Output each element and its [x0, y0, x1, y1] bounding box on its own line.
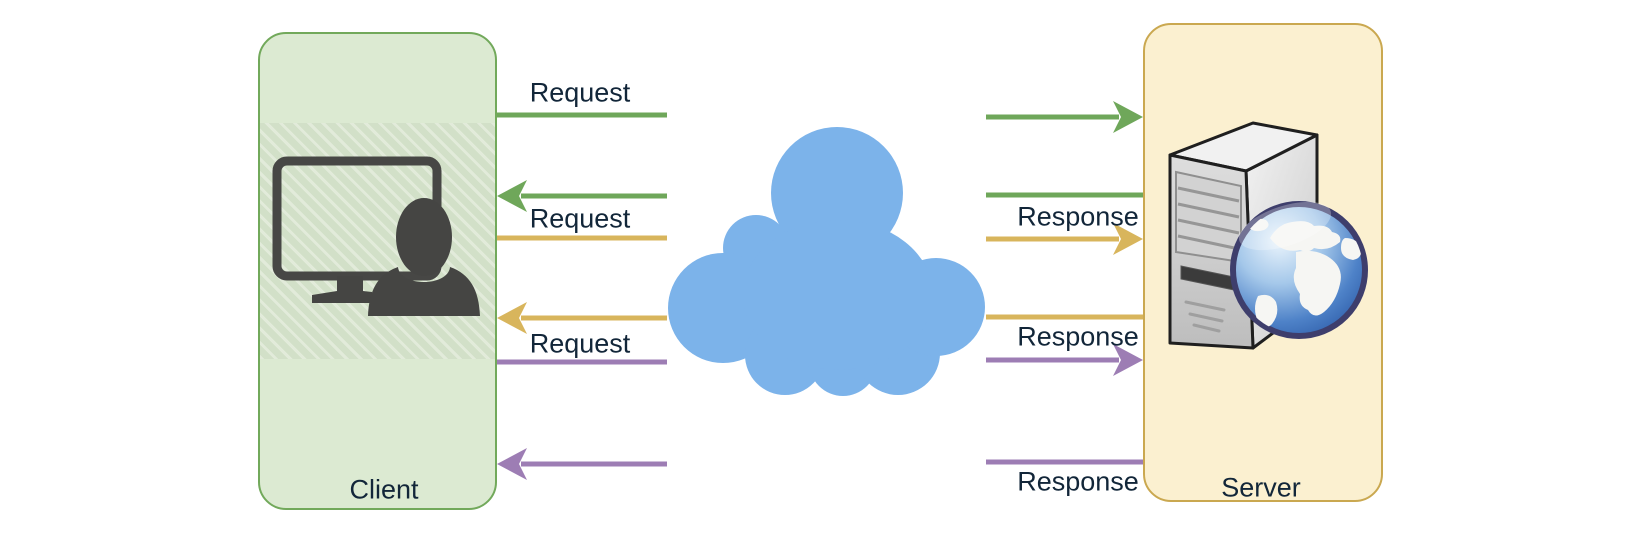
client-label: Client [349, 474, 419, 505]
server-node-box [1143, 23, 1383, 502]
response-label-2: Response [1017, 321, 1139, 352]
request-label-1: Request [529, 77, 631, 108]
response-label-3: Response [1017, 466, 1139, 497]
request-label-2: Request [529, 203, 631, 234]
hatch-pattern [260, 123, 495, 359]
request-label-3: Request [529, 328, 631, 359]
cloud-icon [668, 127, 985, 396]
response-label-1: Response [1017, 201, 1139, 232]
server-label: Server [1221, 472, 1301, 503]
client-node-box [258, 32, 497, 510]
